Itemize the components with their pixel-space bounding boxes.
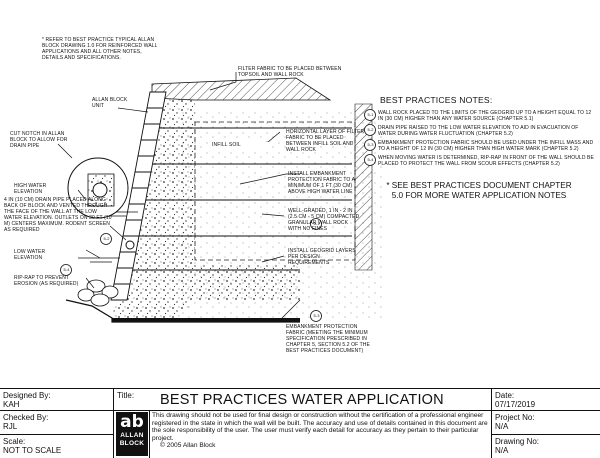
label-drain-pipe: 4 in (10 cm) DRAIN PIPE PLACED ALONG BAC…: [4, 197, 112, 233]
label-embankment-install: INSTALL EMBANKMENT PROTECTION FABRIC TO …: [288, 171, 355, 195]
embankment-fabric-base: [112, 318, 300, 322]
note-text: EMBANKMENT PROTECTION FABRIC SHOULD BE U…: [378, 140, 594, 152]
scale-value: NOT TO SCALE: [3, 446, 62, 455]
project-no-cell: Project No: N/A: [492, 411, 600, 435]
title-label: Title:: [117, 391, 135, 400]
logo-ab-text: ab: [120, 412, 144, 432]
callout-5-1: 5-1: [313, 221, 320, 226]
see-also-note: * SEE BEST PRACTICES DOCUMENT CHAPTER 5.…: [386, 181, 572, 200]
drawing-no-label: Drawing No:: [495, 437, 540, 446]
note-text: DRAIN PIPE RAISED TO THE LOW WATER ELEVA…: [378, 125, 579, 137]
general-notes: * REFER TO BEST PRACTICE TYPICAL ALLAN B…: [42, 37, 158, 61]
drawing-no-cell: Drawing No: N/A: [492, 435, 600, 458]
logo-cell: [114, 411, 150, 458]
geogrid-layers: [124, 127, 352, 271]
note-item: 5-1 WALL ROCK PLACED TO THE LIMITS OF TH…: [362, 109, 598, 124]
date-value: 07/17/2019: [495, 400, 536, 409]
label-rip-rap: RIP-RAP TO PREVENT EROSION (AS REQUIRED): [14, 275, 79, 287]
date-cell: Date: 07/17/2019: [492, 389, 600, 411]
title-cell: Title:: [114, 389, 492, 411]
note-item: 5-2 DRAIN PIPE RAISED TO THE LOW WATER E…: [362, 124, 598, 139]
drawing-no-value: N/A: [495, 446, 509, 455]
note-item: 5-4 WHEN MOVING WATER IS DETERMINED, RIP…: [362, 154, 598, 169]
callout-5-2: 5-2: [103, 236, 110, 241]
label-well-graded: WELL-GRADED, 1 in - 2 in (2.5 cm - 5 cm)…: [288, 208, 360, 232]
wall-section-drawing: [57, 72, 385, 323]
checked-by-value: RJL: [3, 422, 18, 431]
checked-by-cell: Checked By: RJL: [0, 411, 114, 435]
callout-5-3: 5-3: [313, 313, 320, 318]
notes-list: 5-1 WALL ROCK PLACED TO THE LIMITS OF TH…: [362, 109, 598, 169]
label-install-geogrid: INSTALL GEOGRID LAYERS PER DESIGN REQUIR…: [288, 248, 356, 266]
label-infill-soil: INFILL SOIL: [212, 142, 272, 148]
note-text: WHEN MOVING WATER IS DETERMINED, RIP-RAP…: [378, 155, 594, 167]
note-number: 5-2: [367, 127, 374, 132]
label-allan-block-unit: ALLAN BLOCK UNIT: [92, 97, 128, 109]
logo-allan-text: ALLAN: [120, 432, 144, 439]
note-number: 5-4: [367, 157, 374, 162]
allan-block-wall: [110, 91, 167, 301]
disclaimer-text: This drawing should not be used for fina…: [152, 412, 488, 442]
notice-divider: [150, 411, 492, 458]
label-low-water: LOW WATER ELEVATION: [14, 249, 46, 261]
note-number: 5-1: [367, 112, 374, 117]
label-horizontal-filter: HORIZONTAL LAYER OF FILTER FABRIC TO BE …: [286, 129, 365, 153]
notch-detail: [67, 157, 129, 219]
allan-block-logo: ab ALLAN BLOCK: [116, 412, 148, 456]
drawing-title: BEST PRACTICES WATER APPLICATION: [160, 392, 444, 408]
note-text: WALL ROCK PLACED TO THE LIMITS OF THE GE…: [378, 110, 592, 122]
scale-cell: Scale: NOT TO SCALE: [0, 435, 114, 458]
date-label: Date:: [495, 391, 515, 400]
note-item: 5-3 EMBANKMENT PROTECTION FABRIC SHOULD …: [362, 139, 598, 154]
scale-label: Scale:: [3, 437, 26, 446]
label-cut-notch: CUT NOTCH IN ALLAN BLOCK TO ALLOW FOR DR…: [10, 131, 68, 149]
designed-by-label: Designed By:: [3, 391, 51, 400]
copyright-text: © 2005 Allan Block: [160, 442, 216, 450]
topsoil-hatch: [151, 77, 332, 101]
title-block: Designed By: KAH Title: BEST PRACTICES W…: [0, 388, 600, 458]
drawing-callouts: [60, 109, 376, 322]
notes-heading: BEST PRACTICES NOTES:: [380, 95, 493, 105]
label-filter-fabric: FILTER FABRIC TO BE PLACED BETWEEN TOPSO…: [238, 66, 342, 78]
project-no-value: N/A: [495, 422, 509, 431]
wall-rock-zone: [112, 98, 300, 320]
designed-by-cell: Designed By: KAH: [0, 389, 114, 411]
designed-by-value: KAH: [3, 400, 20, 409]
project-no-label: Project No:: [495, 413, 535, 422]
logo-block-text: BLOCK: [119, 440, 145, 447]
checked-by-label: Checked By:: [3, 413, 49, 422]
disclaimer-notice: This drawing should not be used for fina…: [152, 412, 490, 450]
label-high-water: HIGH WATER ELEVATION: [14, 183, 47, 195]
note-number: 5-3: [367, 142, 374, 147]
callout-5-4: 5-4: [63, 267, 70, 272]
drain-pipe: [125, 240, 135, 250]
label-embankment-fabric: EMBANKMENT PROTECTION FABRIC (MEETING TH…: [286, 324, 370, 354]
rip-rap-rocks: [77, 279, 119, 307]
